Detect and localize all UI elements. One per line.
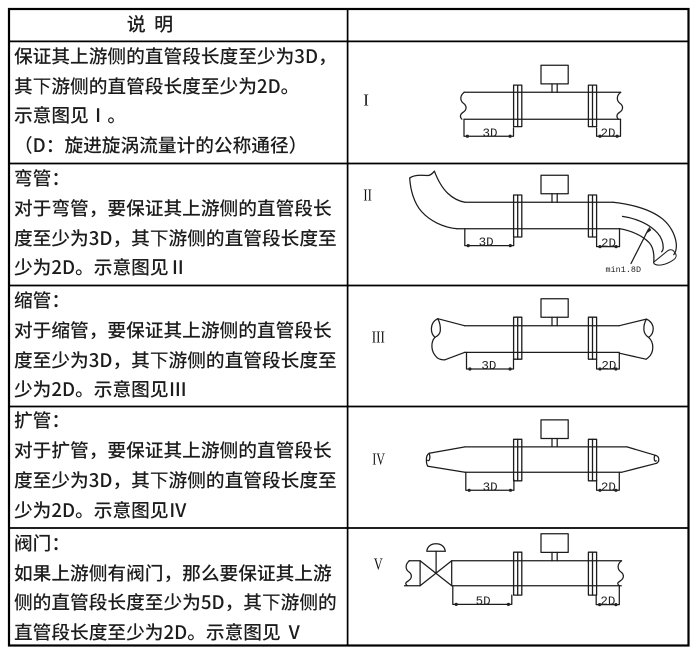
svg-text:3D: 3D: [483, 480, 498, 494]
svg-text:IV: IV: [372, 450, 385, 469]
svg-text:I: I: [363, 90, 369, 109]
svg-text:min1.8D: min1.8D: [606, 265, 642, 275]
svg-text:3D: 3D: [481, 359, 496, 373]
svg-text:2D: 2D: [601, 237, 616, 251]
svg-text:2D: 2D: [601, 126, 616, 140]
svg-text:5D: 5D: [476, 595, 491, 609]
svg-text:II: II: [363, 186, 372, 205]
svg-text:2D: 2D: [601, 359, 616, 373]
svg-text:2D: 2D: [601, 480, 616, 494]
svg-text:2D: 2D: [600, 595, 615, 609]
svg-text:3D: 3D: [483, 126, 498, 140]
svg-text:3D: 3D: [479, 236, 494, 250]
svg-text:V: V: [374, 555, 384, 574]
svg-text:III: III: [372, 328, 385, 347]
